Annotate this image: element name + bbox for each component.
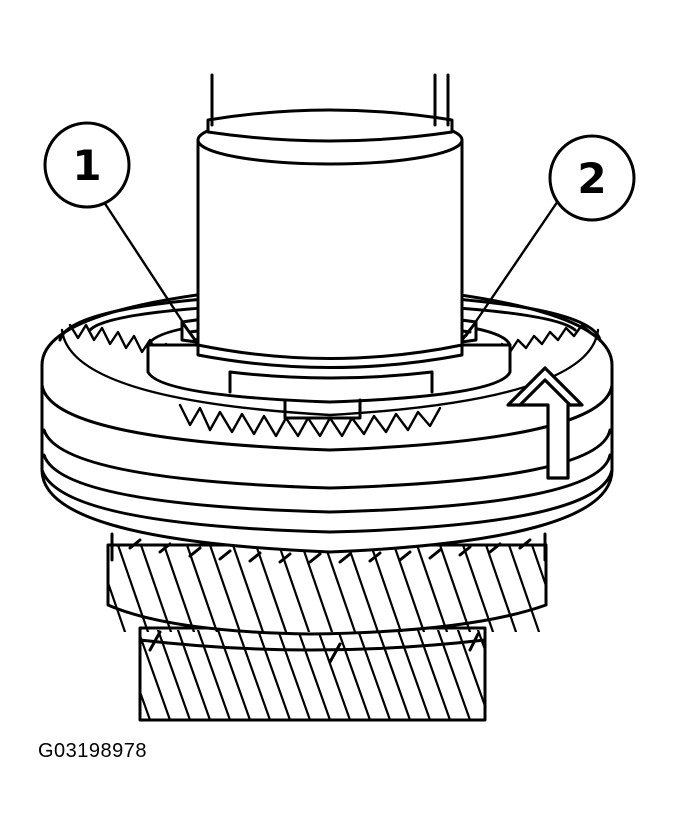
callout-2-label: 2	[577, 154, 606, 203]
callout-1-circle	[43, 121, 131, 209]
direction-arrow-icon	[506, 366, 584, 480]
leader-lines	[98, 194, 562, 338]
figure-id: G03198978	[38, 740, 148, 762]
callout-2-circle	[548, 134, 636, 222]
callout-1-leader	[98, 194, 190, 332]
callout-2-leader	[464, 196, 562, 338]
upper-helical-gear	[106, 532, 548, 636]
callout-1-label: 1	[72, 141, 101, 190]
lower-helical-gear	[138, 626, 487, 722]
press-tool-tube	[196, 73, 464, 369]
